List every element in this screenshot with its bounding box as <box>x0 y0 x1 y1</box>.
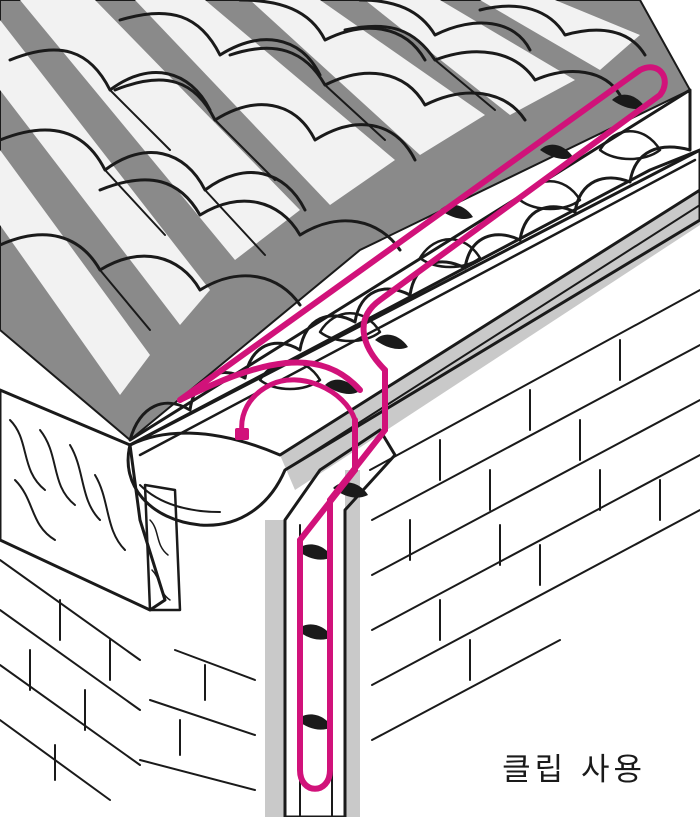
clip <box>375 334 408 349</box>
clip <box>297 624 332 640</box>
cable-end-cap <box>235 428 249 440</box>
heating-cable <box>177 64 668 792</box>
caption-clip-use: 클립 사용 <box>502 752 646 788</box>
clip <box>325 379 358 394</box>
cable-gutter-run <box>177 359 363 403</box>
roof-tiles <box>0 0 692 442</box>
gutter <box>126 148 700 527</box>
brick-wall-right <box>369 289 700 741</box>
clip <box>540 144 573 159</box>
cable-downspout-loop <box>297 367 388 792</box>
clip <box>612 94 645 109</box>
cable-roof-loop <box>177 64 668 403</box>
brick-wall-left <box>0 390 256 817</box>
clip <box>297 714 332 730</box>
clip <box>297 544 332 560</box>
cable-end-hook <box>239 377 358 435</box>
